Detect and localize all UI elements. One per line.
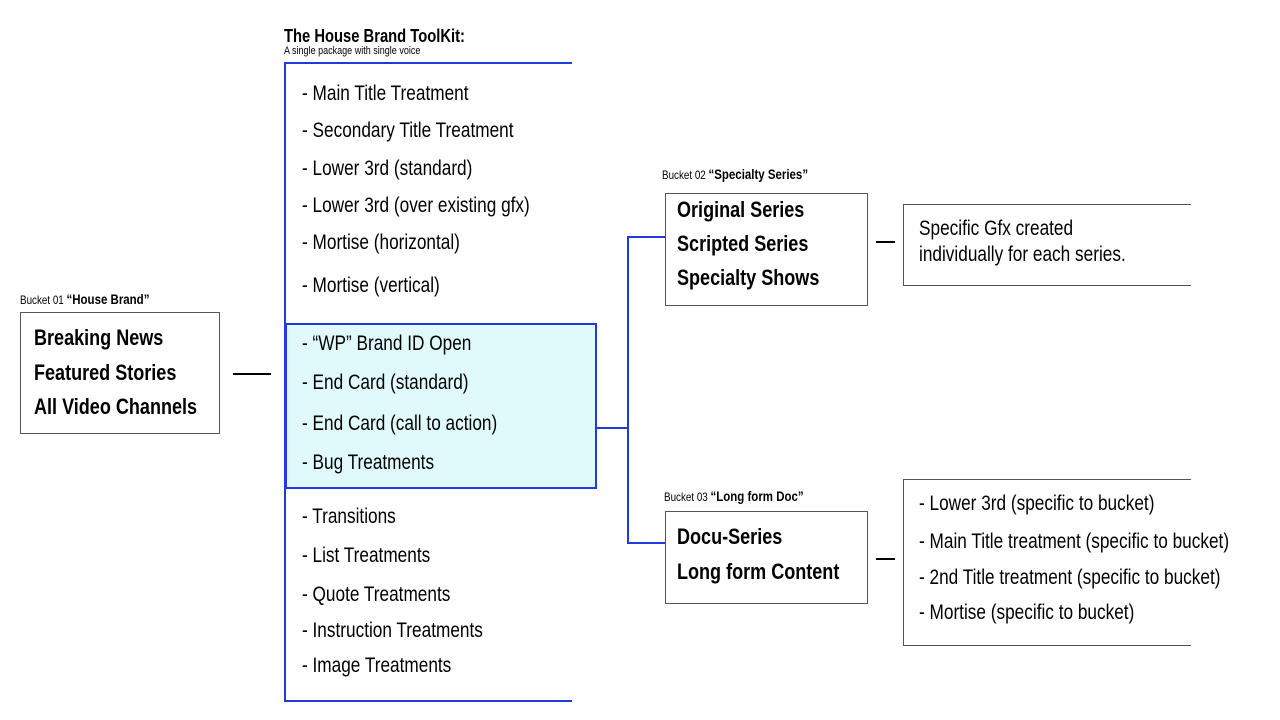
bucket02-line: Specialty Shows	[677, 265, 820, 290]
bucket03-desc-box	[903, 479, 1191, 646]
bucket02-label: Bucket 02 “Specialty Series”	[662, 166, 809, 182]
bucket02-line: Scripted Series	[677, 231, 809, 256]
toolkit-item: - Instruction Treatments	[302, 619, 483, 642]
bucket01-line: Breaking News	[34, 325, 164, 350]
bucket01-connector	[233, 373, 271, 375]
toolkit-item: - Secondary Title Treatment	[302, 119, 514, 142]
bucket03-label: Bucket 03 “Long form Doc”	[664, 488, 804, 504]
bucket03-desc-line: - 2nd Title treatment (specific to bucke…	[919, 566, 1221, 589]
toolkit-item: - Mortise (horizontal)	[302, 231, 460, 254]
bucket03-line: Long form Content	[677, 559, 840, 584]
toolkit-highlight-item: - “WP” Brand ID Open	[302, 332, 472, 355]
bucket02-box	[665, 193, 868, 306]
toolkit-item: - Transitions	[302, 505, 396, 528]
bucket02-desc-line: Specific Gfx created	[919, 217, 1074, 240]
bucket01-label: Bucket 01 “House Brand”	[20, 291, 150, 307]
bucket01-box	[20, 312, 220, 434]
toolkit-item: - Quote Treatments	[302, 583, 451, 606]
toolkit-highlight-item: - Bug Treatments	[302, 451, 435, 474]
highlight-connector	[597, 427, 628, 429]
toolkit-item: - Lower 3rd (standard)	[302, 157, 473, 180]
toolkit-title: The House Brand ToolKit:	[284, 26, 465, 46]
toolkit-item: - List Treatments	[302, 544, 431, 567]
branch-connector	[627, 236, 629, 544]
toolkit-left-rule	[284, 62, 286, 702]
toolkit-top-rule	[284, 62, 572, 64]
bucket03-desc-connector	[876, 558, 895, 560]
toolkit-highlight-item: - End Card (call to action)	[302, 412, 498, 435]
bucket03-desc-line: - Lower 3rd (specific to bucket)	[919, 492, 1155, 515]
bucket03-line: Docu-Series	[677, 524, 783, 549]
bucket02-desc-line: individually for each series.	[919, 243, 1126, 266]
toolkit-bottom-rule	[284, 700, 572, 702]
bucket01-line: Featured Stories	[34, 360, 177, 385]
bucket03-box	[665, 511, 868, 604]
bucket02-desc-box	[903, 204, 1191, 286]
bucket03-connector	[627, 542, 666, 544]
toolkit-highlight-item: - End Card (standard)	[302, 371, 469, 394]
bucket02-connector	[627, 236, 666, 238]
bucket01-line: All Video Channels	[34, 394, 198, 419]
toolkit-item: - Main Title Treatment	[302, 82, 469, 105]
toolkit-item: - Mortise (vertical)	[302, 274, 440, 297]
bucket03-desc-line: - Mortise (specific to bucket)	[919, 601, 1135, 624]
toolkit-subtitle: A single package with single voice	[284, 45, 421, 57]
bucket02-desc-connector	[876, 241, 895, 243]
toolkit-item: - Image Treatments	[302, 654, 452, 677]
toolkit-highlight-box	[285, 323, 597, 489]
toolkit-item: - Lower 3rd (over existing gfx)	[302, 194, 530, 217]
bucket02-line: Original Series	[677, 197, 805, 222]
bucket03-desc-line: - Main Title treatment (specific to buck…	[919, 530, 1230, 553]
